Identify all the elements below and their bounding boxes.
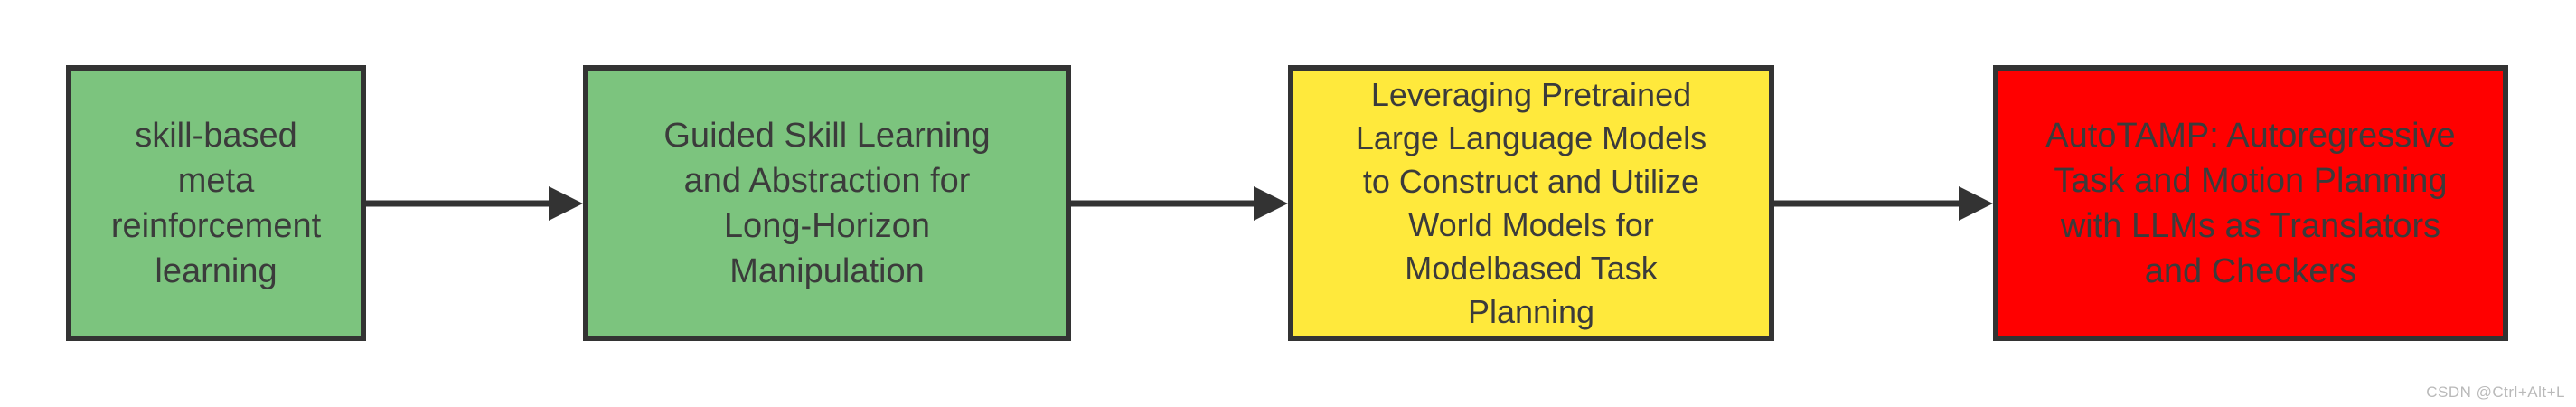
box-text-line: Manipulation <box>729 251 925 290</box>
arrow-shaft <box>366 200 556 207</box>
box-text-line: Planning <box>1467 292 1595 330</box>
box-text-line: Leveraging Pretrained <box>1370 75 1692 113</box>
box-text-line: Long-Horizon <box>723 206 931 245</box>
box-text-line: World Models for <box>1408 205 1654 243</box>
box-text-line: reinforcement <box>110 206 322 245</box>
box-text-line: Task and Motion Planning <box>2054 161 2448 200</box>
watermark: CSDN @Ctrl+Alt+L <box>2426 383 2565 401</box>
arrow-right-icon <box>1959 186 1993 221</box>
box-text-line: meta <box>177 161 255 200</box>
box-text-line: AutoTAMP: Autoregressive <box>2045 116 2456 155</box>
arrow-right-icon <box>1254 186 1288 221</box>
box-text-line: with LLMs as Translators <box>2060 206 2441 245</box>
flow-arrow-1 <box>366 185 583 222</box>
arrow-shaft <box>1774 200 1966 207</box>
flow-arrow-2 <box>1071 185 1288 222</box>
box-text-line: and Checkers <box>2144 251 2357 290</box>
flow-arrow-3 <box>1774 185 1993 222</box>
flow-box-leveraging-pretrained-llms-world-models: Leveraging Pretrained Large Language Mod… <box>1288 65 1774 341</box>
arrow-shaft <box>1071 200 1261 207</box>
box-text-line: and Abstraction for <box>683 161 971 200</box>
flow-box-skill-based-meta-reinforcement-learning: skill-based meta reinforcement learning <box>66 65 366 341</box>
box-text-line: skill-based <box>135 116 297 155</box>
arrow-right-icon <box>549 186 583 221</box>
flow-box-guided-skill-learning-and-abstraction: Guided Skill Learning and Abstraction fo… <box>583 65 1071 341</box>
box-text-line: Large Language Models <box>1355 118 1707 156</box>
box-text-line: Guided Skill Learning <box>663 116 991 155</box>
box-text-line: to Construct and Utilize <box>1362 162 1700 200</box>
flow-box-autotamp: AutoTAMP: Autoregressive Task and Motion… <box>1993 65 2508 341</box>
box-text-line: Modelbased Task <box>1405 249 1658 287</box>
box-text-line: learning <box>155 251 277 290</box>
